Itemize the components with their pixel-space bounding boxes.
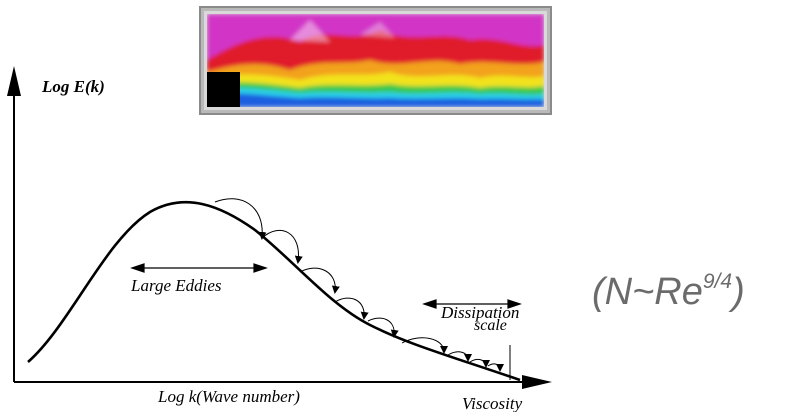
large-eddies-label: Large Eddies: [130, 276, 222, 295]
formula-prefix: (N~Re: [592, 271, 703, 313]
formula-exponent: 9/4: [703, 270, 732, 293]
energy-spectrum-curve: [27, 200, 521, 382]
x-axis-arrowhead: [522, 375, 552, 389]
black-block: [207, 72, 240, 107]
cascade-arrow: [401, 337, 448, 354]
cascade-arrow: [367, 317, 399, 338]
y-axis-arrowhead: [7, 66, 21, 96]
scale-label: scale: [474, 317, 507, 334]
viscosity-label: Viscosity: [462, 394, 523, 412]
x-axis-label: Log k(Wave number): [157, 387, 300, 406]
cascade-arrow: [469, 358, 490, 368]
cascade-arrow: [334, 297, 369, 320]
y-axis-label: Log E(k): [41, 77, 105, 96]
reynolds-formula: (N~Re9/4): [592, 270, 745, 313]
cascade-arrow: [447, 351, 472, 362]
cascade-arrow: [487, 363, 504, 372]
turbulence-image: [199, 6, 552, 115]
cascade-arrow: [261, 229, 303, 264]
cascade-arrows: [214, 198, 504, 372]
cascade-arrow: [214, 198, 267, 240]
dissipation-arrow: [422, 299, 522, 309]
cascade-arrow: [299, 267, 340, 294]
axes: [7, 66, 552, 389]
large-eddies-arrow: [130, 263, 268, 273]
formula-suffix: ): [728, 271, 745, 313]
dissipation-label: Dissipation: [440, 303, 519, 322]
